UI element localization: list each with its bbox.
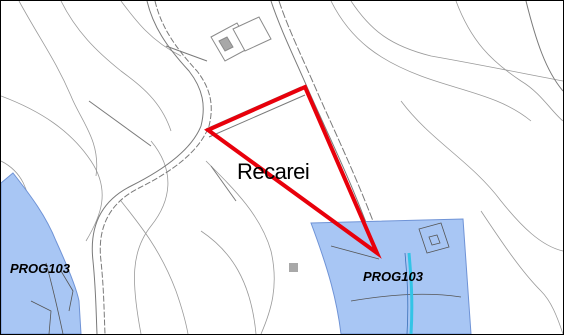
zone-area-west[interactable] <box>1 172 82 334</box>
highlight-area-outline[interactable] <box>204 84 382 259</box>
zone-east-detail <box>330 222 462 302</box>
stream-casing <box>404 252 409 334</box>
zone-label-west: PROG103 <box>10 261 70 276</box>
road-network <box>88 1 563 334</box>
place-name-label: Recarei <box>237 159 310 184</box>
zone-label-east: PROG103 <box>363 269 423 284</box>
zone-west-detail <box>30 262 74 334</box>
stream <box>407 252 414 334</box>
zone-area-east[interactable] <box>310 218 472 334</box>
buildings <box>210 16 298 272</box>
